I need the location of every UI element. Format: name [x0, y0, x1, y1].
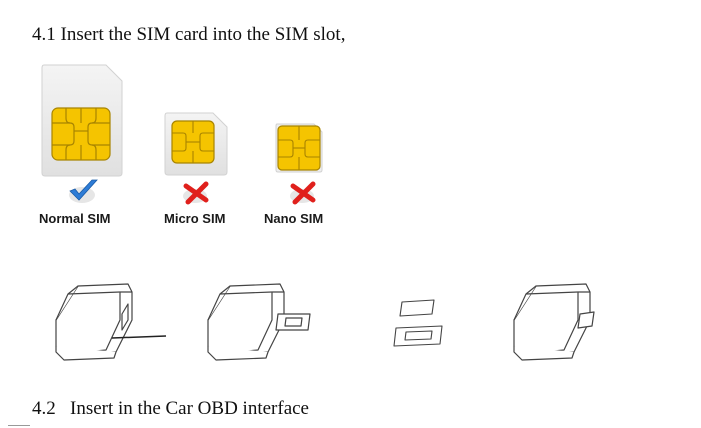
cross-icon — [183, 181, 209, 205]
device-sim-tray-out-illustration — [207, 283, 311, 361]
micro-sim-card-image — [164, 112, 228, 176]
nano-sim-label: Nano SIM — [264, 211, 324, 226]
sim-tray-and-card-illustration — [393, 299, 443, 347]
nano-sim-card-image — [275, 123, 323, 173]
check-icon — [69, 179, 98, 203]
cross-icon — [290, 181, 316, 205]
micro-sim-label: Micro SIM — [164, 211, 226, 226]
step-4-2-heading: 4.2 Insert in the Car OBD interface — [32, 398, 309, 419]
device-sim-inserted-illustration — [513, 283, 595, 361]
device-closed-illustration — [55, 283, 167, 361]
step-4-1-heading: 4.1 Insert the SIM card into the SIM slo… — [32, 24, 346, 45]
page-corner-mark — [8, 425, 30, 426]
normal-sim-label: Normal SIM — [39, 211, 111, 226]
normal-sim-card-image — [41, 64, 123, 177]
